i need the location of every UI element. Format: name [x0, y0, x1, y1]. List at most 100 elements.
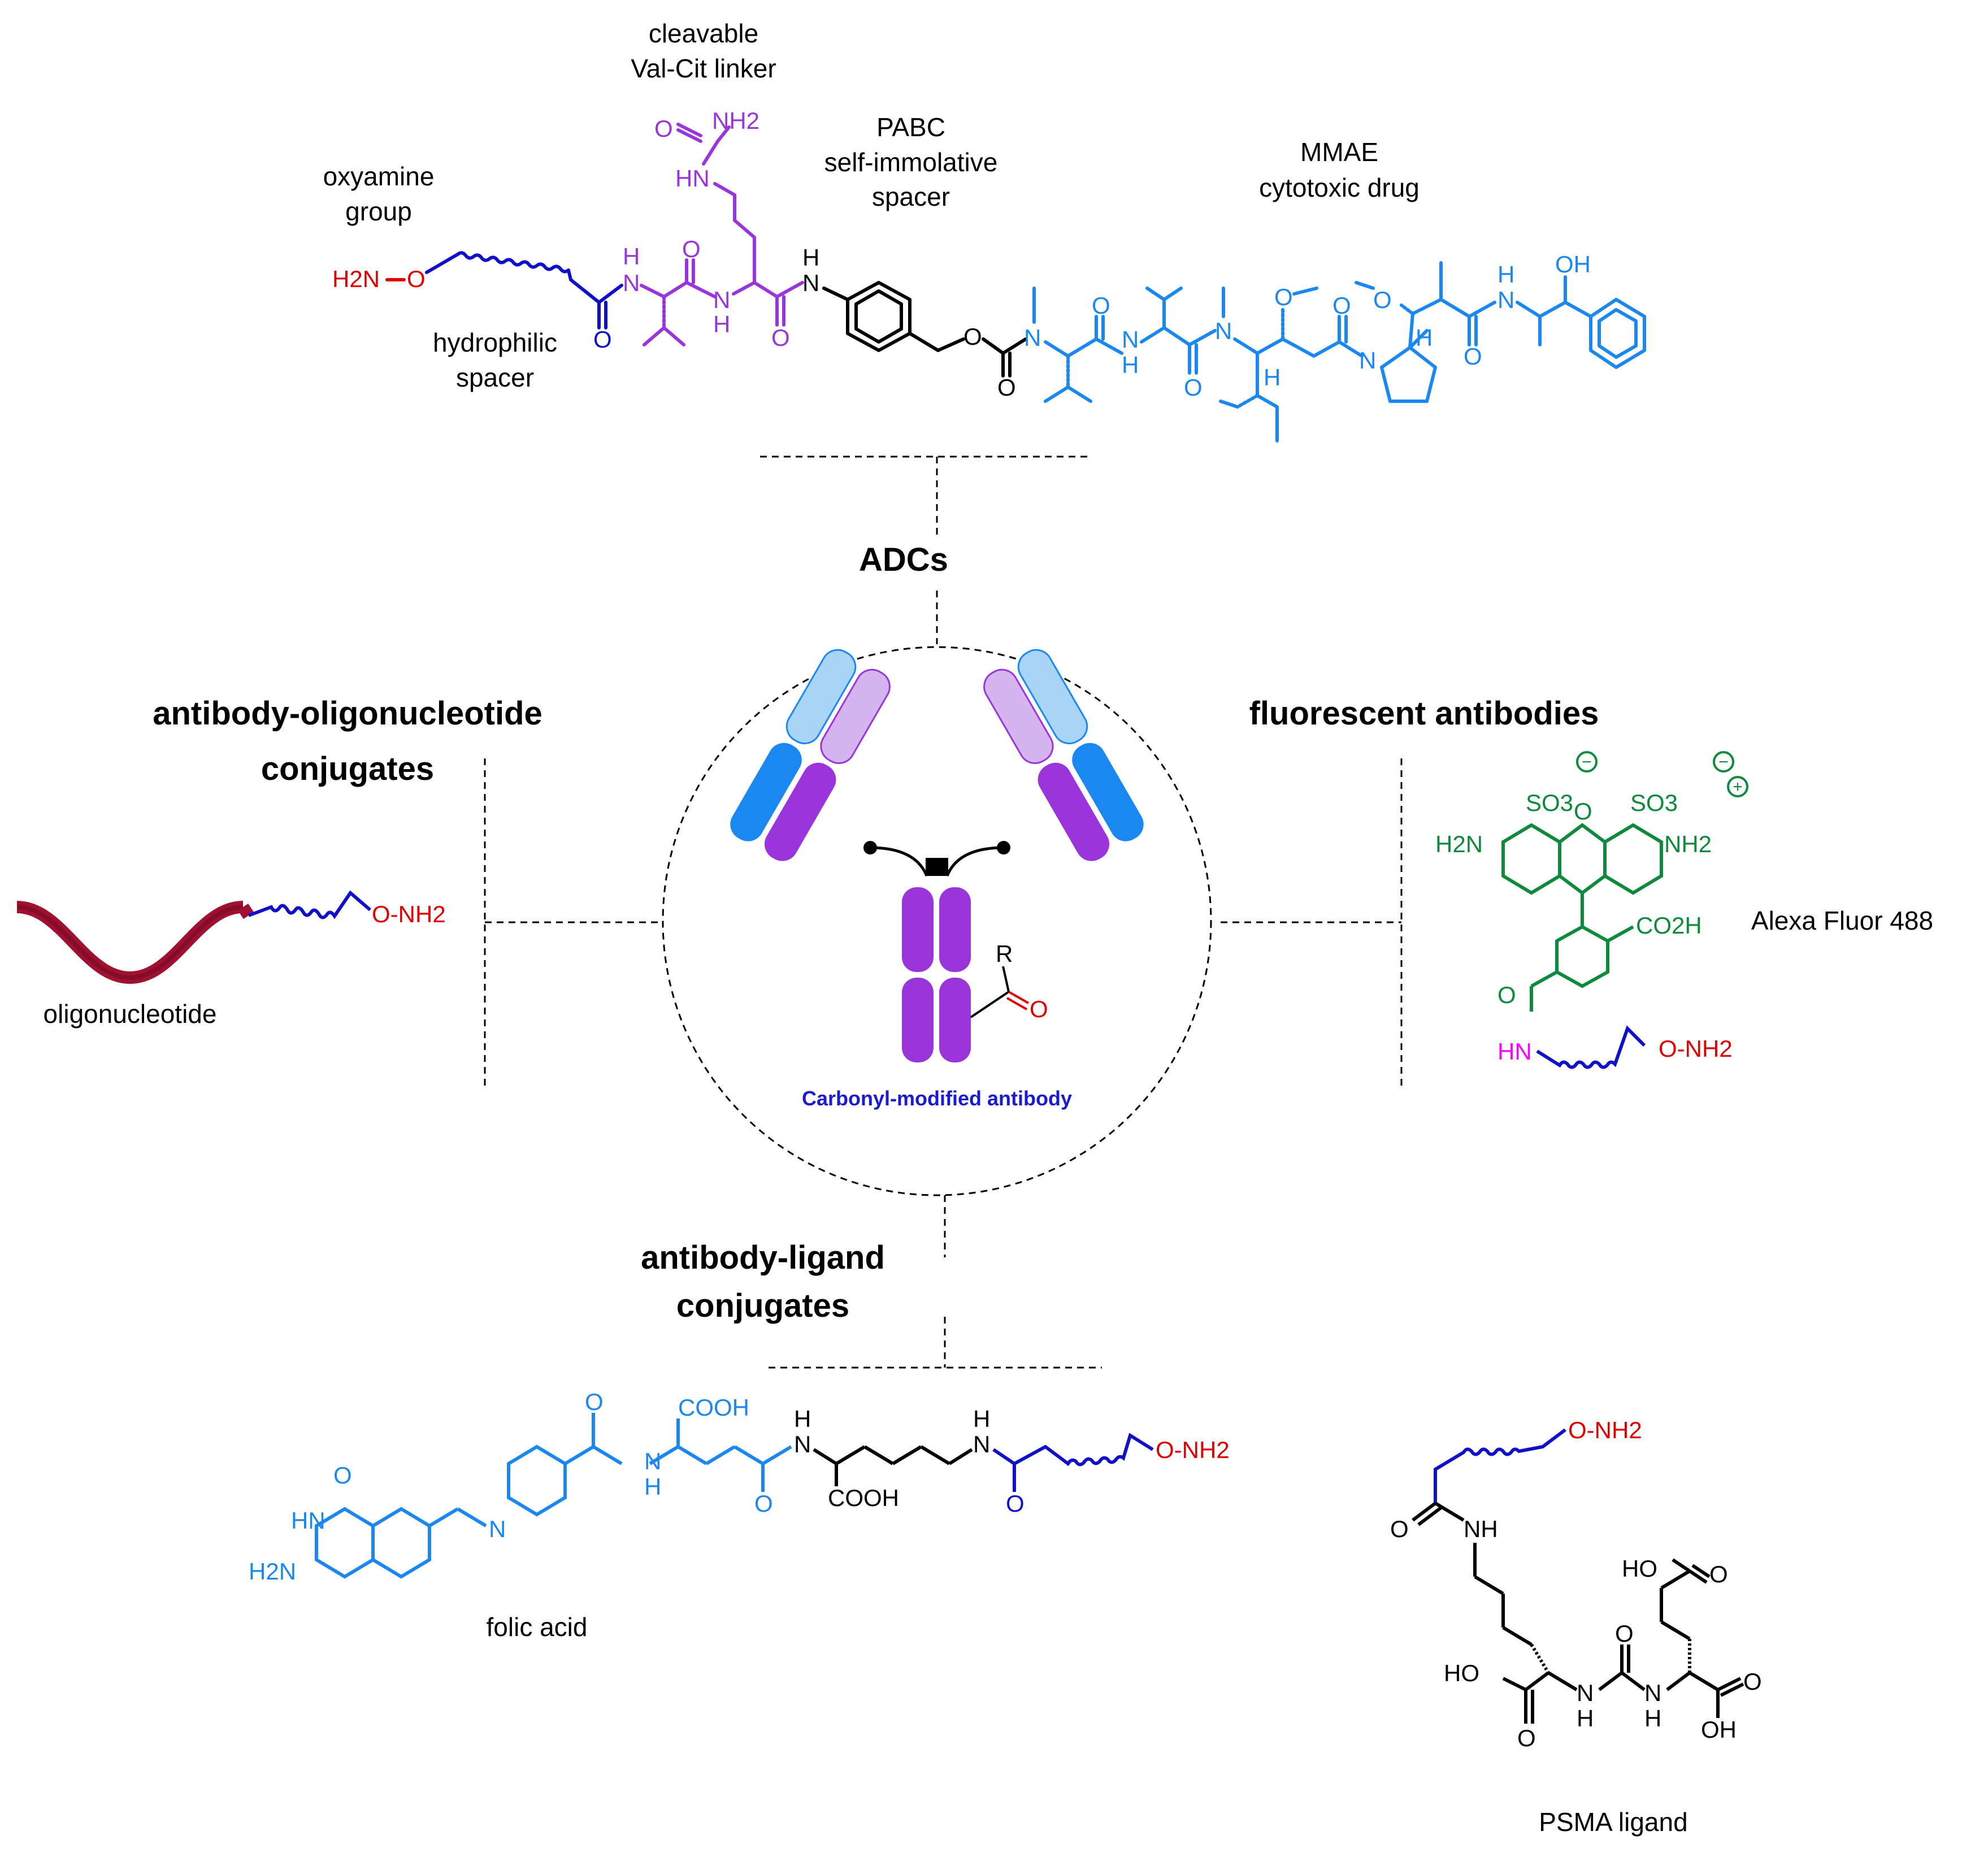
- label-pabc-spacer: spacer: [872, 182, 950, 211]
- svg-text:O-NH2: O-NH2: [372, 901, 446, 927]
- svg-text:−: −: [1582, 753, 1592, 771]
- svg-text:CO2H: CO2H: [1636, 912, 1702, 939]
- svg-text:H: H: [973, 1405, 990, 1432]
- svg-text:O: O: [1464, 343, 1482, 370]
- svg-text:HN: HN: [675, 165, 710, 192]
- oxyamine-group: H2N O: [332, 253, 459, 292]
- antibody-circle: [662, 646, 1212, 1196]
- svg-text:H: H: [713, 311, 730, 337]
- pabc-spacer: H N O O: [802, 244, 1027, 401]
- svg-text:H: H: [1264, 364, 1281, 391]
- svg-text:OH: OH: [1701, 1716, 1737, 1743]
- svg-text:O: O: [1497, 982, 1516, 1008]
- svg-text:O: O: [1092, 292, 1110, 319]
- svg-text:O: O: [754, 1490, 773, 1517]
- adc-molecule: H2N O O H N O N H: [332, 107, 1646, 442]
- svg-text:O: O: [1709, 1561, 1728, 1587]
- antibody: R O Carbonyl-modified antibody: [730, 649, 1144, 1110]
- alexa-fluor-488: H2N NH2 SO3 SO3 O − − + CO2H O HN O-NH2 …: [1435, 751, 1933, 1069]
- svg-text:O: O: [407, 266, 426, 292]
- svg-text:H: H: [644, 1473, 661, 1500]
- svg-text:H2N: H2N: [1435, 831, 1483, 857]
- svg-text:O: O: [771, 324, 790, 351]
- hydrophilic-spacer: [456, 251, 623, 304]
- svg-text:NH: NH: [1464, 1516, 1498, 1542]
- svg-text:O-NH2: O-NH2: [1568, 1417, 1642, 1443]
- label-mmae: MMAE: [1300, 137, 1378, 167]
- svg-text:HN: HN: [291, 1507, 325, 1534]
- svg-text:+: +: [1733, 778, 1743, 796]
- svg-text:H: H: [1416, 324, 1433, 351]
- oligonucleotide: O-NH2 oligonucleotide: [16, 890, 446, 1029]
- svg-text:O-NH2: O-NH2: [1659, 1035, 1733, 1062]
- svg-text:O: O: [1574, 798, 1592, 825]
- svg-text:O: O: [1390, 1516, 1409, 1542]
- label-psma-ligand: PSMA ligand: [1539, 1807, 1687, 1837]
- svg-text:N: N: [1644, 1680, 1661, 1706]
- svg-text:H: H: [1644, 1705, 1661, 1732]
- svg-text:O: O: [1184, 374, 1203, 401]
- svg-text:H: H: [1577, 1705, 1594, 1732]
- label-hydrophilic-spacer: spacer: [456, 363, 534, 392]
- svg-text:H: H: [794, 1405, 811, 1432]
- svg-text:O: O: [1373, 287, 1392, 313]
- label-pabc: PABC: [876, 112, 945, 142]
- svg-text:O: O: [1274, 284, 1293, 310]
- svg-text:SO3: SO3: [1630, 789, 1678, 816]
- svg-text:R: R: [996, 940, 1013, 967]
- svg-text:N: N: [1497, 287, 1514, 313]
- svg-text:N: N: [713, 287, 730, 313]
- heading-fluorescent: fluorescent antibodies: [1249, 695, 1599, 732]
- svg-text:N: N: [1577, 1680, 1594, 1706]
- svg-text:O: O: [997, 374, 1016, 401]
- svg-text:SO3: SO3: [1526, 789, 1573, 816]
- svg-text:HO: HO: [1444, 1660, 1479, 1686]
- svg-text:H2N: H2N: [249, 1558, 296, 1585]
- antibody-left-arm: [730, 649, 891, 861]
- label-self-immolative: self-immolative: [824, 147, 998, 177]
- svg-text:N: N: [1215, 318, 1232, 344]
- svg-text:HN: HN: [1497, 1038, 1532, 1065]
- antibody-caption: Carbonyl-modified antibody: [802, 1087, 1072, 1110]
- svg-text:O: O: [1006, 1490, 1025, 1517]
- section-headings: ADCs antibody-oligonucleotide conjugates…: [153, 541, 1599, 1324]
- folic-acid-conjugate: O HN H2N N O N H COOH O H N COOH H N: [249, 1389, 1230, 1642]
- svg-text:−: −: [1718, 753, 1729, 771]
- svg-text:COOH: COOH: [678, 1394, 749, 1421]
- svg-text:O: O: [682, 236, 701, 262]
- label-cytotoxic: cytotoxic drug: [1259, 173, 1420, 202]
- label-group: group: [345, 197, 412, 226]
- label-folic-acid: folic acid: [487, 1612, 588, 1642]
- dashed-connectors: [484, 455, 1403, 1369]
- heading-aoc-line2: conjugates: [261, 750, 434, 787]
- svg-text:N: N: [1024, 324, 1041, 351]
- svg-text:N: N: [1359, 347, 1376, 374]
- svg-text:O: O: [963, 323, 982, 350]
- svg-text:OH: OH: [1555, 251, 1591, 277]
- svg-text:N: N: [623, 270, 640, 296]
- label-val-cit: Val-Cit linker: [631, 54, 776, 83]
- heading-aoc-line1: antibody-oligonucleotide: [153, 695, 542, 732]
- label-cleavable: cleavable: [649, 19, 758, 48]
- svg-text:N: N: [1122, 326, 1139, 353]
- svg-text:O: O: [593, 326, 612, 353]
- heading-alc-line2: conjugates: [676, 1287, 849, 1324]
- svg-text:H: H: [1497, 261, 1514, 288]
- svg-text:H: H: [1122, 352, 1139, 378]
- svg-text:COOH: COOH: [828, 1485, 899, 1511]
- antibody-right-arm: [983, 649, 1144, 861]
- svg-text:O: O: [585, 1389, 604, 1415]
- svg-text:H2N: H2N: [332, 266, 380, 292]
- svg-text:H: H: [623, 243, 640, 270]
- svg-text:O: O: [1517, 1725, 1536, 1751]
- svg-text:N: N: [802, 270, 819, 296]
- valine-residue: H N O N H HN NH2 O: [623, 107, 804, 351]
- svg-text:O: O: [1030, 996, 1048, 1022]
- label-hydrophilic: hydrophilic: [433, 328, 557, 357]
- svg-text:NH2: NH2: [712, 107, 759, 134]
- adc-labels: cleavable Val-Cit linker PABC self-immol…: [323, 19, 1420, 392]
- heading-adcs: ADCs: [859, 541, 948, 578]
- label-alexa-fluor: Alexa Fluor 488: [1751, 906, 1933, 935]
- svg-text:O: O: [654, 115, 673, 142]
